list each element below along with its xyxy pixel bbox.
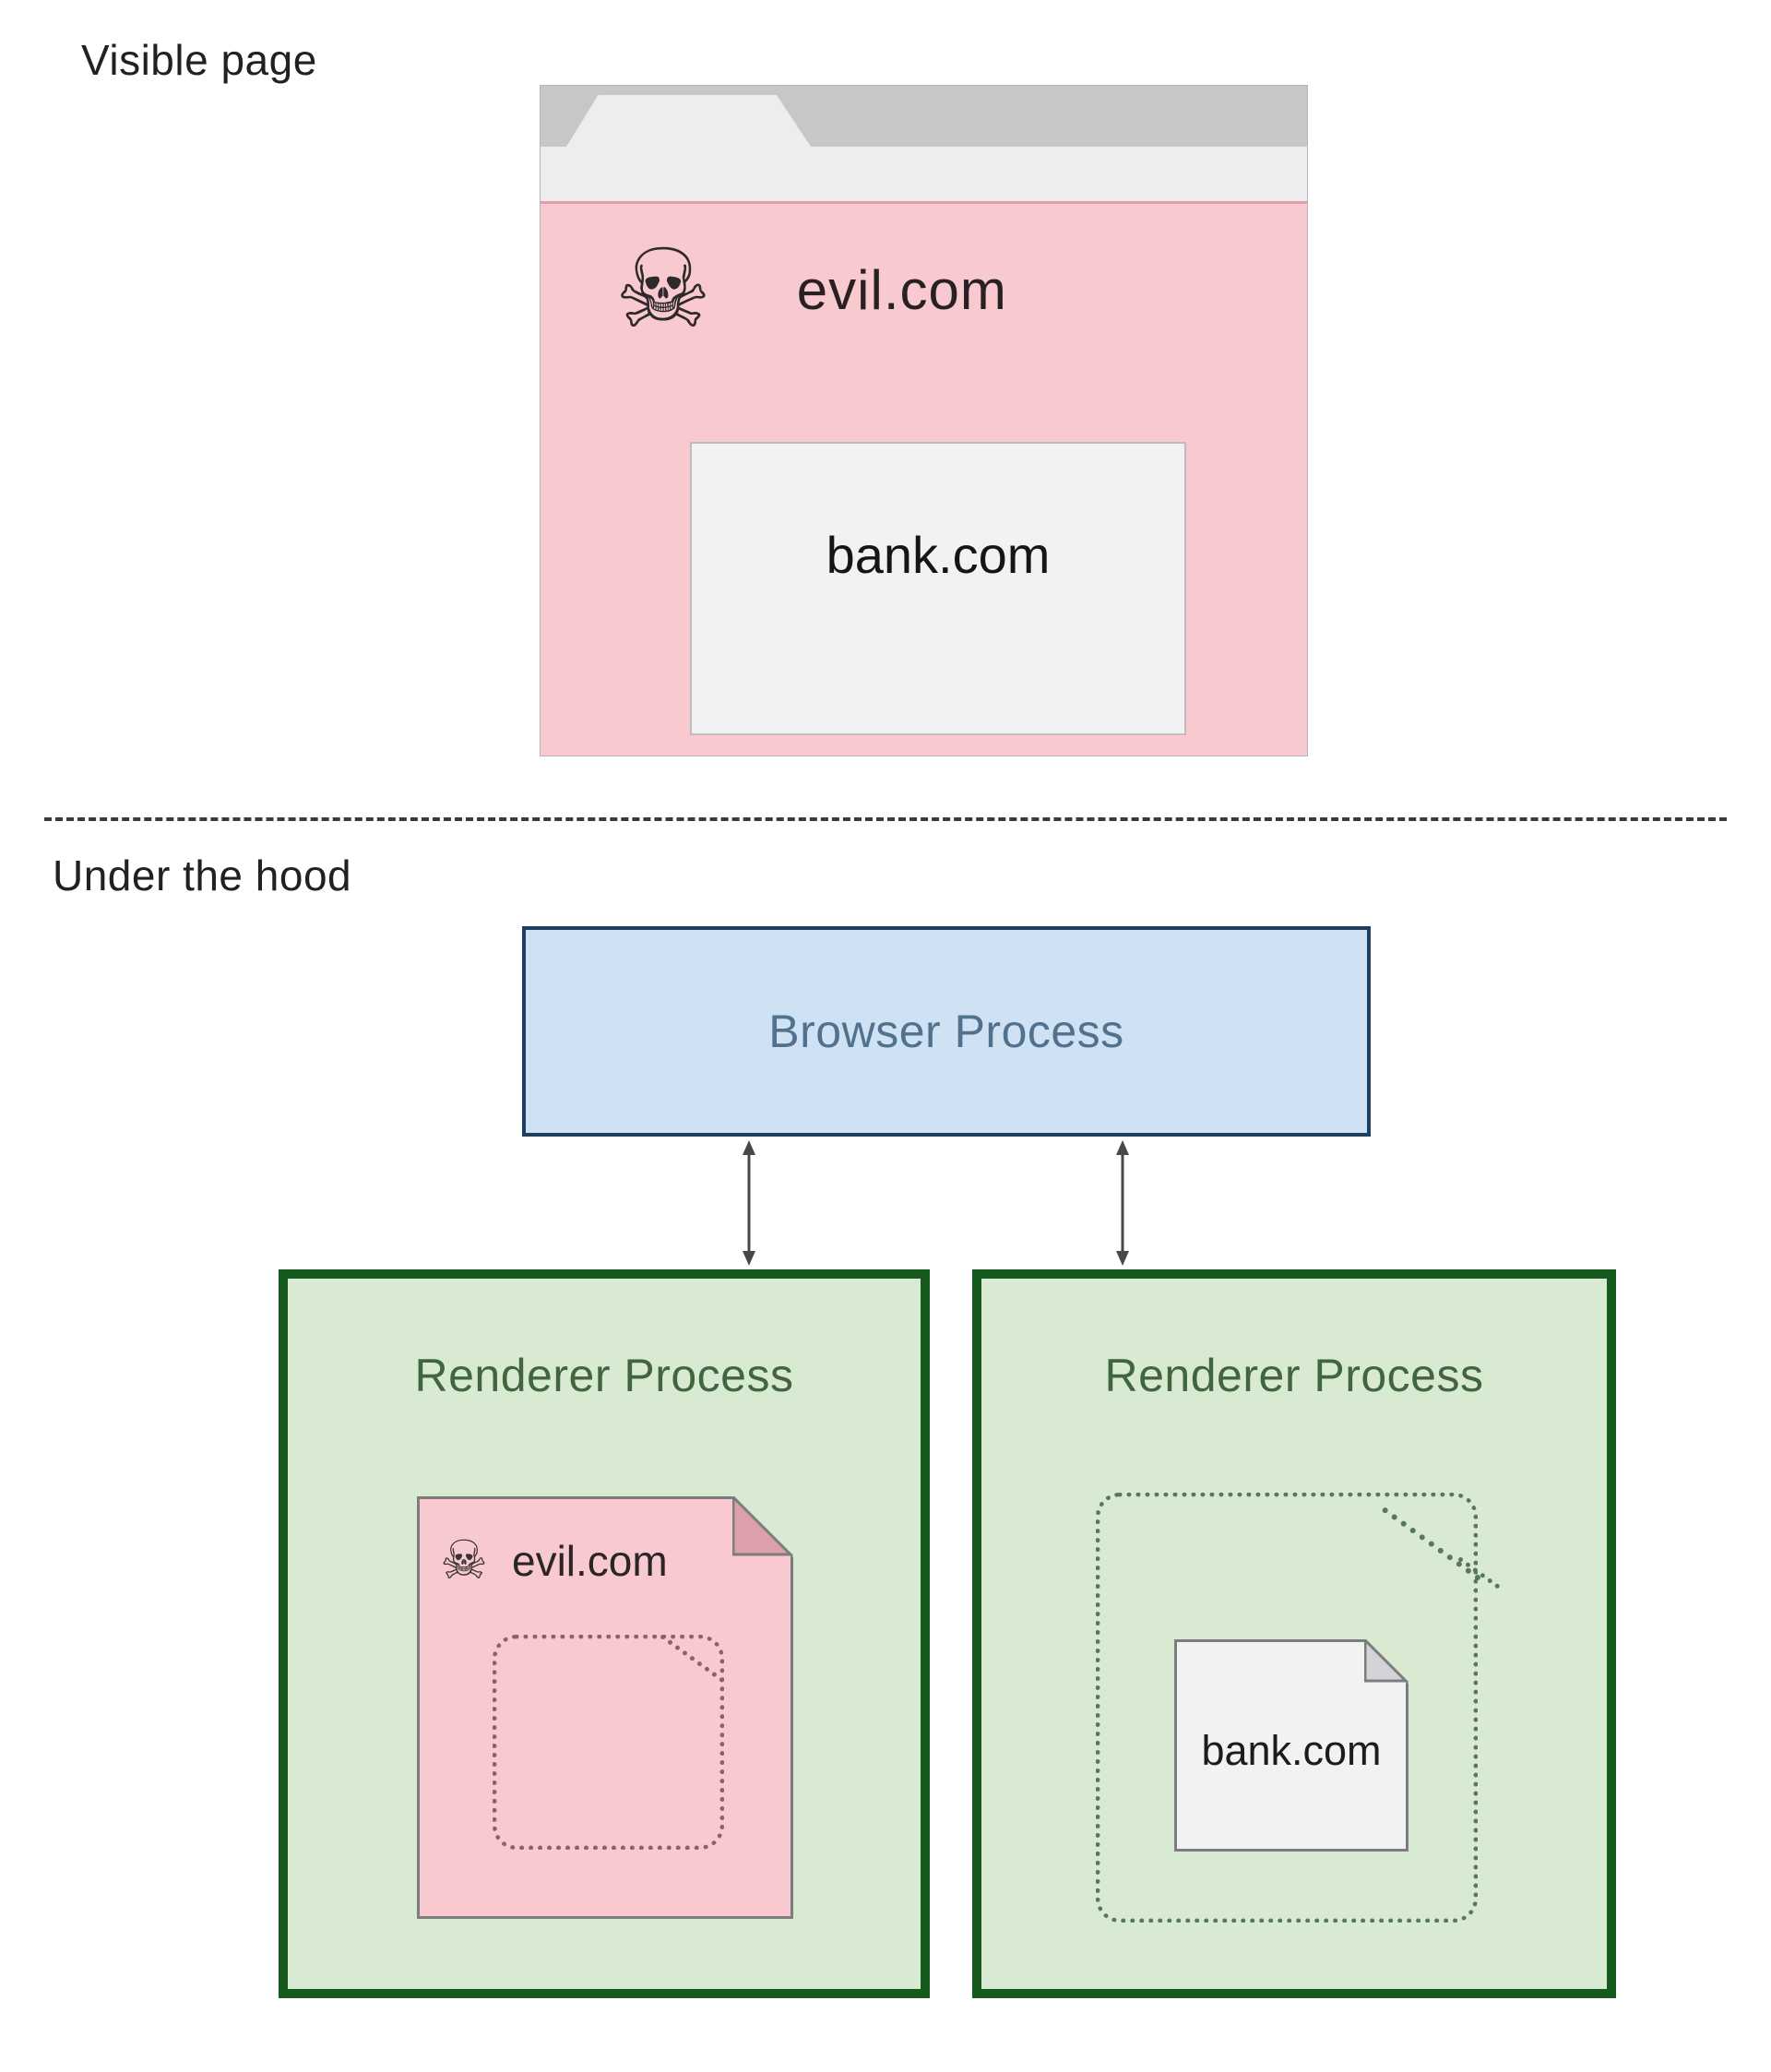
skull-and-crossbones-icon: ☠ xyxy=(440,1530,488,1590)
under-the-hood-label: Under the hood xyxy=(53,851,352,899)
browser-process-label: Browser Process xyxy=(768,1006,1124,1057)
bank-page-document: bank.com xyxy=(1174,1639,1408,1852)
parent-page-outline: bank.com xyxy=(1096,1493,1501,1923)
renderer-process-evil-label: Renderer Process xyxy=(414,1350,794,1401)
torn-corner-dots xyxy=(1457,1556,1501,1590)
evil-doc-header: ☠ evil.com xyxy=(440,1534,668,1588)
bank-iframe: bank.com xyxy=(690,442,1186,735)
browser-tab xyxy=(566,95,811,147)
visible-page-label: Visible page xyxy=(81,36,317,84)
ipc-arrow-right xyxy=(1116,1140,1129,1266)
ipc-arrow-left xyxy=(743,1140,755,1266)
evil-site-row: ☠ evil.com xyxy=(614,235,1007,344)
renderer-process-bank: Renderer Process bank.com xyxy=(972,1269,1616,1998)
section-divider xyxy=(44,817,1727,821)
tab-strip xyxy=(541,86,1307,147)
page-fold-corner xyxy=(732,1496,793,1557)
renderer-process-bank-label: Renderer Process xyxy=(1104,1350,1484,1401)
evil-page-content: ☠ evil.com bank.com xyxy=(541,204,1307,754)
skull-and-crossbones-icon: ☠ xyxy=(614,229,712,351)
evil-site-label: evil.com xyxy=(796,258,1007,321)
evil-page-document: ☠ evil.com xyxy=(417,1496,793,1919)
evil-doc-label: evil.com xyxy=(512,1537,668,1585)
browser-window: ☠ evil.com bank.com xyxy=(540,85,1308,756)
browser-toolbar xyxy=(541,147,1307,204)
page-fold-corner xyxy=(1364,1639,1408,1684)
torn-corner-dots xyxy=(1381,1506,1482,1582)
browser-process-box: Browser Process xyxy=(522,926,1371,1137)
bank-doc-label: bank.com xyxy=(1201,1727,1382,1774)
torn-corner-dots xyxy=(660,1634,725,1684)
renderer-process-evil: Renderer Process ☠ evil.com xyxy=(279,1269,930,1998)
iframe-placeholder-outline xyxy=(493,1634,725,1850)
bank-iframe-label: bank.com xyxy=(826,526,1051,584)
